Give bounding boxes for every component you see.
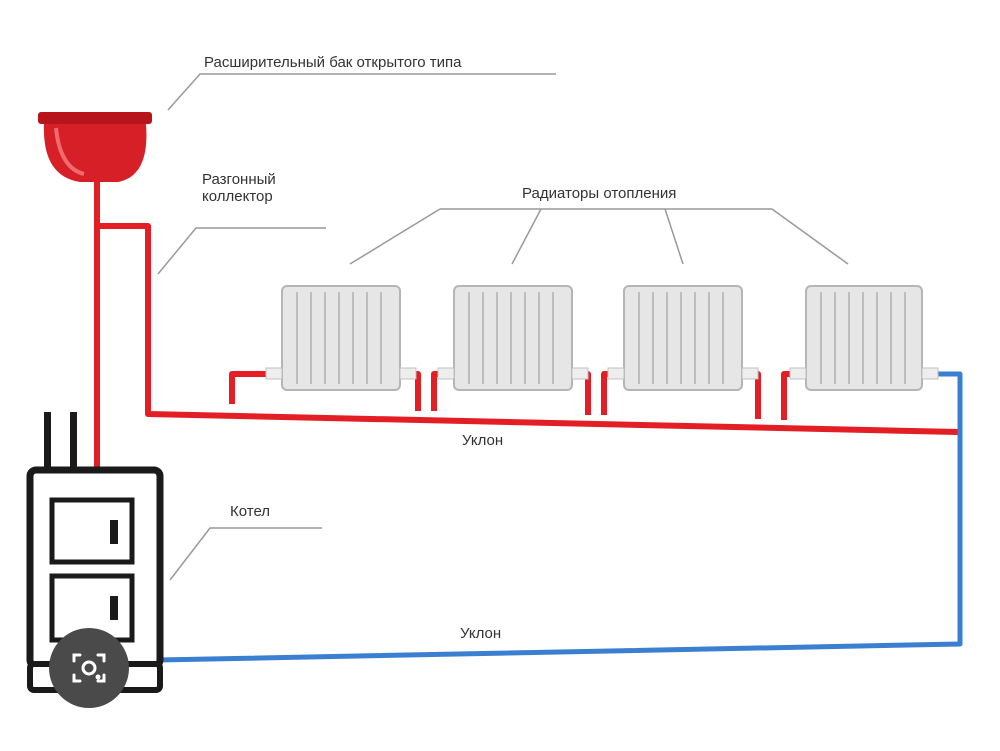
boiler-label: Котел — [230, 503, 271, 520]
return-pipe — [157, 371, 963, 663]
radiator — [789, 285, 939, 391]
slope-label-bottom: Уклон — [460, 625, 502, 642]
expansion-tank-label: Расширительный бак открытого типа — [204, 54, 462, 71]
radiator — [607, 285, 759, 391]
image-search-button[interactable] — [49, 628, 129, 708]
image-search-icon — [72, 653, 106, 683]
radiator — [265, 285, 417, 391]
collector-label: Разгонный коллектор — [202, 171, 276, 205]
radiators-label: Радиаторы отопления — [522, 185, 677, 202]
radiator — [437, 285, 589, 391]
slope-label-top: Уклон — [462, 432, 504, 449]
expansion-tank — [38, 112, 152, 182]
leader-lines — [157, 73, 849, 581]
